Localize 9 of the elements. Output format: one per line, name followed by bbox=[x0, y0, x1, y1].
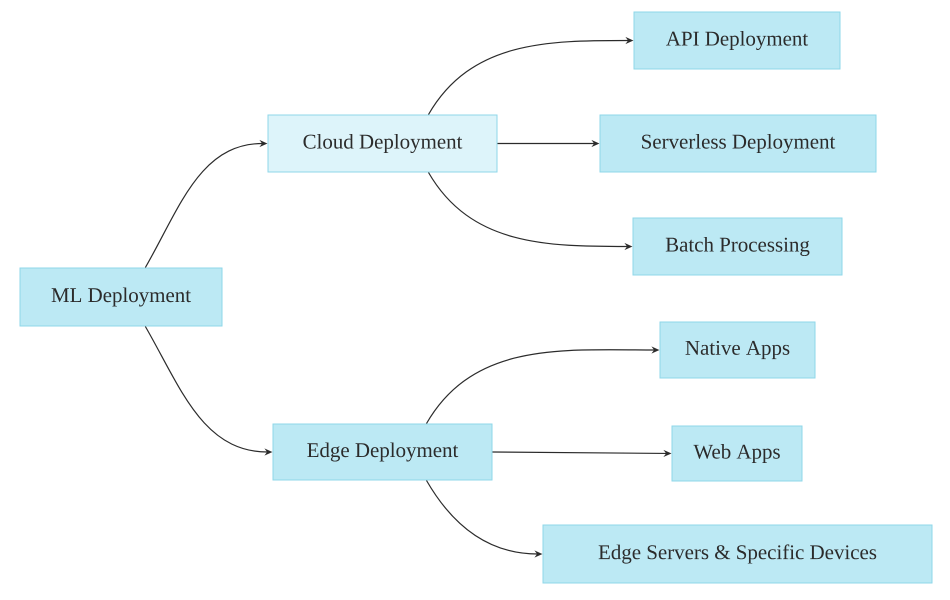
process-box: Edge Servers & Specific Devices bbox=[542, 524, 932, 584]
process-box: Serverless Deployment bbox=[600, 114, 876, 172]
process-box: Web Apps bbox=[672, 426, 802, 482]
process-box: ML Deployment bbox=[20, 268, 222, 326]
process-box: API Deployment bbox=[634, 12, 840, 70]
process-box: Batch Processing bbox=[632, 218, 842, 276]
process-box: Cloud Deployment bbox=[268, 114, 498, 172]
process-box: Edge Deployment bbox=[272, 424, 492, 480]
process-box: Native Apps bbox=[660, 322, 816, 378]
